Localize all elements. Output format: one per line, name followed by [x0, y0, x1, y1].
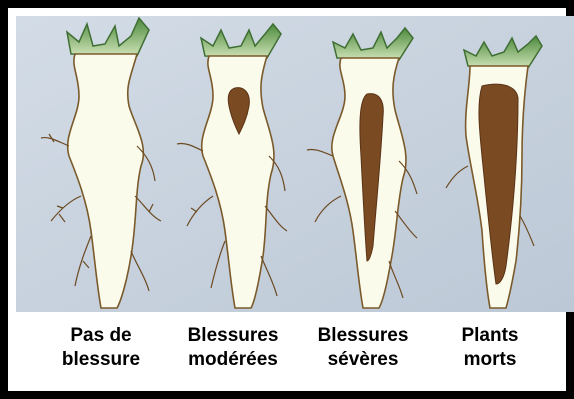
caption-line: sévères: [293, 348, 433, 372]
caption-line: modérées: [163, 348, 303, 372]
caption-line: morts: [420, 348, 560, 372]
caption-moderate-injury: Blessures modérées: [163, 324, 303, 372]
caption-line: Blessures: [163, 324, 303, 348]
crown-injury-illustration: [16, 16, 574, 312]
caption-line: Pas de: [31, 324, 171, 348]
caption-line: blessure: [31, 348, 171, 372]
caption-dead-plants: Plants morts: [420, 324, 560, 372]
caption-no-injury: Pas de blessure: [31, 324, 171, 372]
caption-line: Plants: [420, 324, 560, 348]
caption-line: Blessures: [293, 324, 433, 348]
caption-severe-injury: Blessures sévères: [293, 324, 433, 372]
